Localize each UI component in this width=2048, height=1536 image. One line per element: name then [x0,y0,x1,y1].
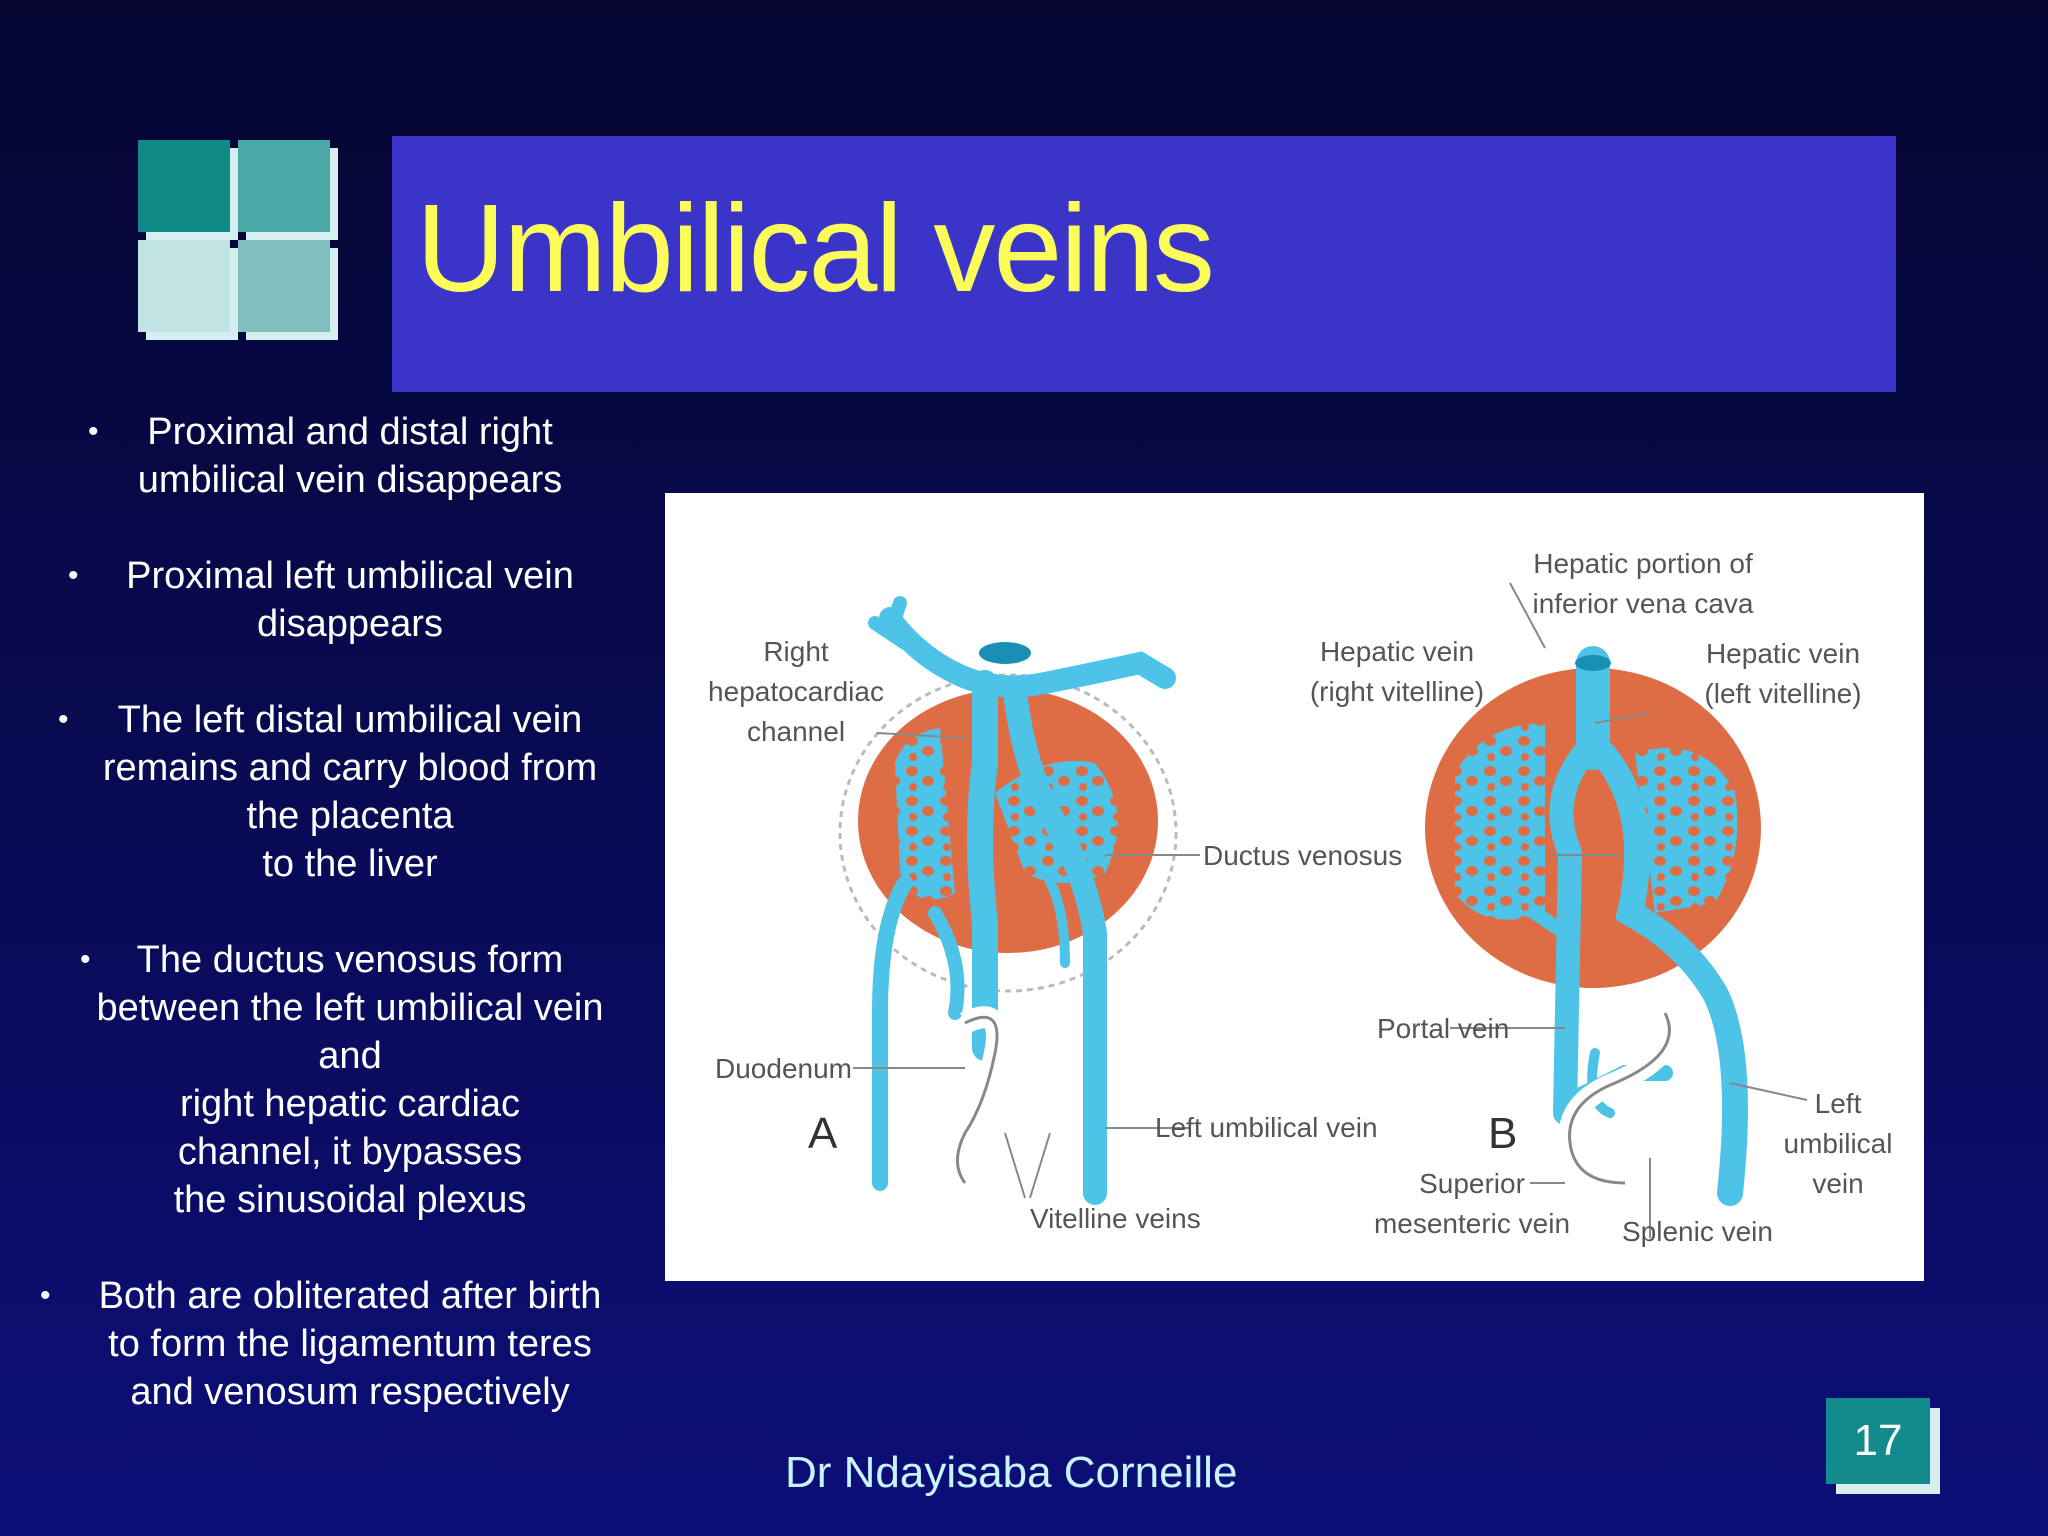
title-bar: Umbilical veins [392,136,1896,392]
bullet-text: Proximal and distal right umbilical vein… [137,411,563,501]
bullet-text: The ductus venosus form between the left… [96,939,604,1221]
label-ductus-venosus: Ductus venosus [1203,840,1402,871]
label-left-umbilical-b-1: Left [1815,1088,1862,1119]
label-hepatic-vein-right-1: Hepatic vein [1320,636,1474,667]
logo-square-4 [238,240,330,332]
author-footer: Dr Ndayisaba Corneille [785,1448,1238,1497]
bullet-item: • Proximal and distal right umbilical ve… [40,408,660,504]
label-left-umbilical-b-3: vein [1812,1168,1863,1199]
panel-a-letter: A [808,1109,838,1158]
logo-square-3 [138,240,230,332]
veins-a [868,596,1176,1205]
bullet-text: The left distal umbilical vein remains a… [102,699,598,885]
bullet-list: • Proximal and distal right umbilical ve… [40,408,660,1464]
label-left-umbilical-b-2: umbilical [1784,1128,1893,1159]
bullet-item: • Both are obliterated after birth to fo… [40,1272,660,1416]
bullet-text: Proximal left umbilical vein disappears [126,555,574,645]
label-right-hepatocardiac-3: channel [747,716,845,747]
label-hepatic-vein-left-1: Hepatic vein [1706,638,1860,669]
label-left-umbilical-a: Left umbilical vein [1155,1112,1378,1143]
logo-squares [138,140,348,350]
sinusoids-a-left [895,728,955,900]
slide-title: Umbilical veins [416,180,1215,318]
diagram-svg: A B Right hepatocardiac channel Ductus v… [708,548,1893,1247]
label-superior-mesenteric-2: mesenteric vein [1374,1208,1570,1239]
sinusoids-b-left [1455,723,1545,920]
label-hepatic-portion-2: inferior vena cava [1532,588,1753,619]
duodenum-outline [956,1015,999,1184]
label-duodenum: Duodenum [715,1053,852,1084]
logo-square-2 [238,140,330,232]
panel-a-diagram [838,596,1178,1205]
label-hepatic-portion-1: Hepatic portion of [1533,548,1753,579]
page-number: 17 [1853,1416,1903,1465]
label-hepatic-vein-right-2: (right vitelline) [1310,676,1484,707]
logo-square-1 [138,140,230,232]
duodenum-b-outline [1568,1012,1671,1185]
page-number-badge: 17 [1826,1398,1930,1484]
bullet-dot: • [88,415,99,448]
duodenum-b-tube [1558,1008,1681,1194]
bullet-item: • The ductus venosus form between the le… [40,936,660,1224]
label-vitelline-veins: Vitelline veins [1030,1203,1201,1234]
label-portal-vein: Portal vein [1377,1013,1509,1044]
ivc-opening [1575,655,1611,671]
septum-outline [838,673,1178,993]
bullet-dot: • [40,1279,51,1312]
panel-b-diagram [1425,646,1761,1206]
sinusoids-b-right [1635,748,1738,913]
sinus-venosus-opening [979,642,1031,664]
bullet-dot: • [68,559,79,592]
bullet-dot: • [58,703,69,736]
panel-b-letter: B [1488,1109,1517,1158]
label-superior-mesenteric-1: Superior [1419,1168,1525,1199]
bullet-dot: • [80,943,91,976]
label-right-hepatocardiac-1: Right [763,636,829,667]
label-splenic-vein: Splenic vein [1622,1216,1773,1247]
label-hepatic-vein-left-2: (left vitelline) [1704,678,1861,709]
leader-lines [853,582,1808,1238]
bullet-text: Both are obliterated after birth to form… [98,1275,602,1413]
bullet-item: • The left distal umbilical vein remains… [40,696,660,888]
bullet-item: • Proximal left umbilical vein disappear… [40,552,660,648]
umbilical-veins-figure: A B Right hepatocardiac channel Ductus v… [665,493,1924,1281]
label-right-hepatocardiac-2: hepatocardiac [708,676,884,707]
